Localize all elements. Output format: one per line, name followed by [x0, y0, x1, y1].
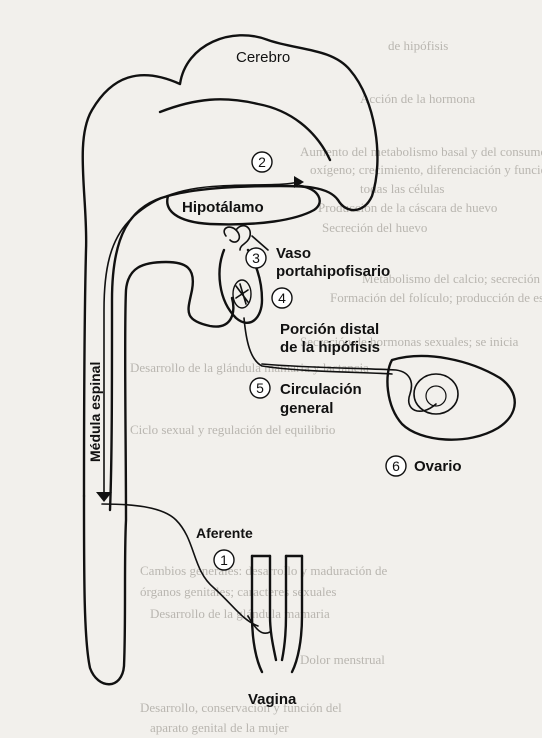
label-circulacion-line1: Circulación [280, 381, 362, 398]
ghost-text: Desarrollo, conservación y función del [140, 700, 342, 715]
label-vaso-line1: Vaso [276, 245, 311, 262]
svg-text:3: 3 [252, 250, 260, 266]
step-2: 2 [252, 152, 272, 172]
svg-text:5: 5 [256, 380, 264, 396]
svg-text:4: 4 [278, 290, 286, 306]
label-cerebro: Cerebro [236, 49, 290, 66]
ghost-text: oxígeno; crecimiento, diferenciación y f… [310, 162, 542, 177]
ghost-text: de hipófisis [388, 38, 448, 53]
ghost-text: Aumento del metabolismo basal y del cons… [300, 144, 542, 159]
ghost-text: Secreción del huevo [322, 220, 427, 235]
ghost-text: Formación del folículo; producción de es… [330, 290, 542, 305]
ovary [387, 356, 514, 440]
step-4: 4 [272, 288, 292, 308]
ghost-text: aparato genital de la mujer [150, 720, 289, 735]
ghost-text: Acción de la hormona [360, 91, 475, 106]
ghost-text: Ciclo sexual y regulación del equilibrio [130, 422, 335, 437]
svg-text:2: 2 [258, 154, 266, 170]
ghost-text: órganos genitales; caracteres sexuales [140, 584, 336, 599]
svg-text:1: 1 [220, 552, 228, 568]
label-ovario: Ovario [414, 458, 462, 475]
step-1: 1 [214, 550, 234, 570]
label-vagina: Vagina [248, 691, 297, 708]
label-circulacion-line2: general [280, 400, 333, 417]
label-hipotalamo: Hipotálamo [182, 199, 264, 216]
step-5: 5 [250, 378, 270, 398]
step-3: 3 [246, 248, 266, 268]
spinal-ascending-line [104, 182, 298, 500]
step-6: 6 [386, 456, 406, 476]
label-medula-espinal: Médula espinal [87, 362, 103, 462]
label-aferente: Aferente [196, 525, 253, 541]
ghost-text: Dolor menstrual [300, 652, 385, 667]
label-vaso-line2: portahipofisario [276, 263, 390, 280]
label-porcion-line1: Porción distal [280, 321, 379, 338]
label-porcion-line2: de la hipófisis [280, 339, 380, 356]
svg-text:6: 6 [392, 458, 400, 474]
ghost-text: Cambios generales: desarrollo y maduraci… [140, 563, 388, 578]
